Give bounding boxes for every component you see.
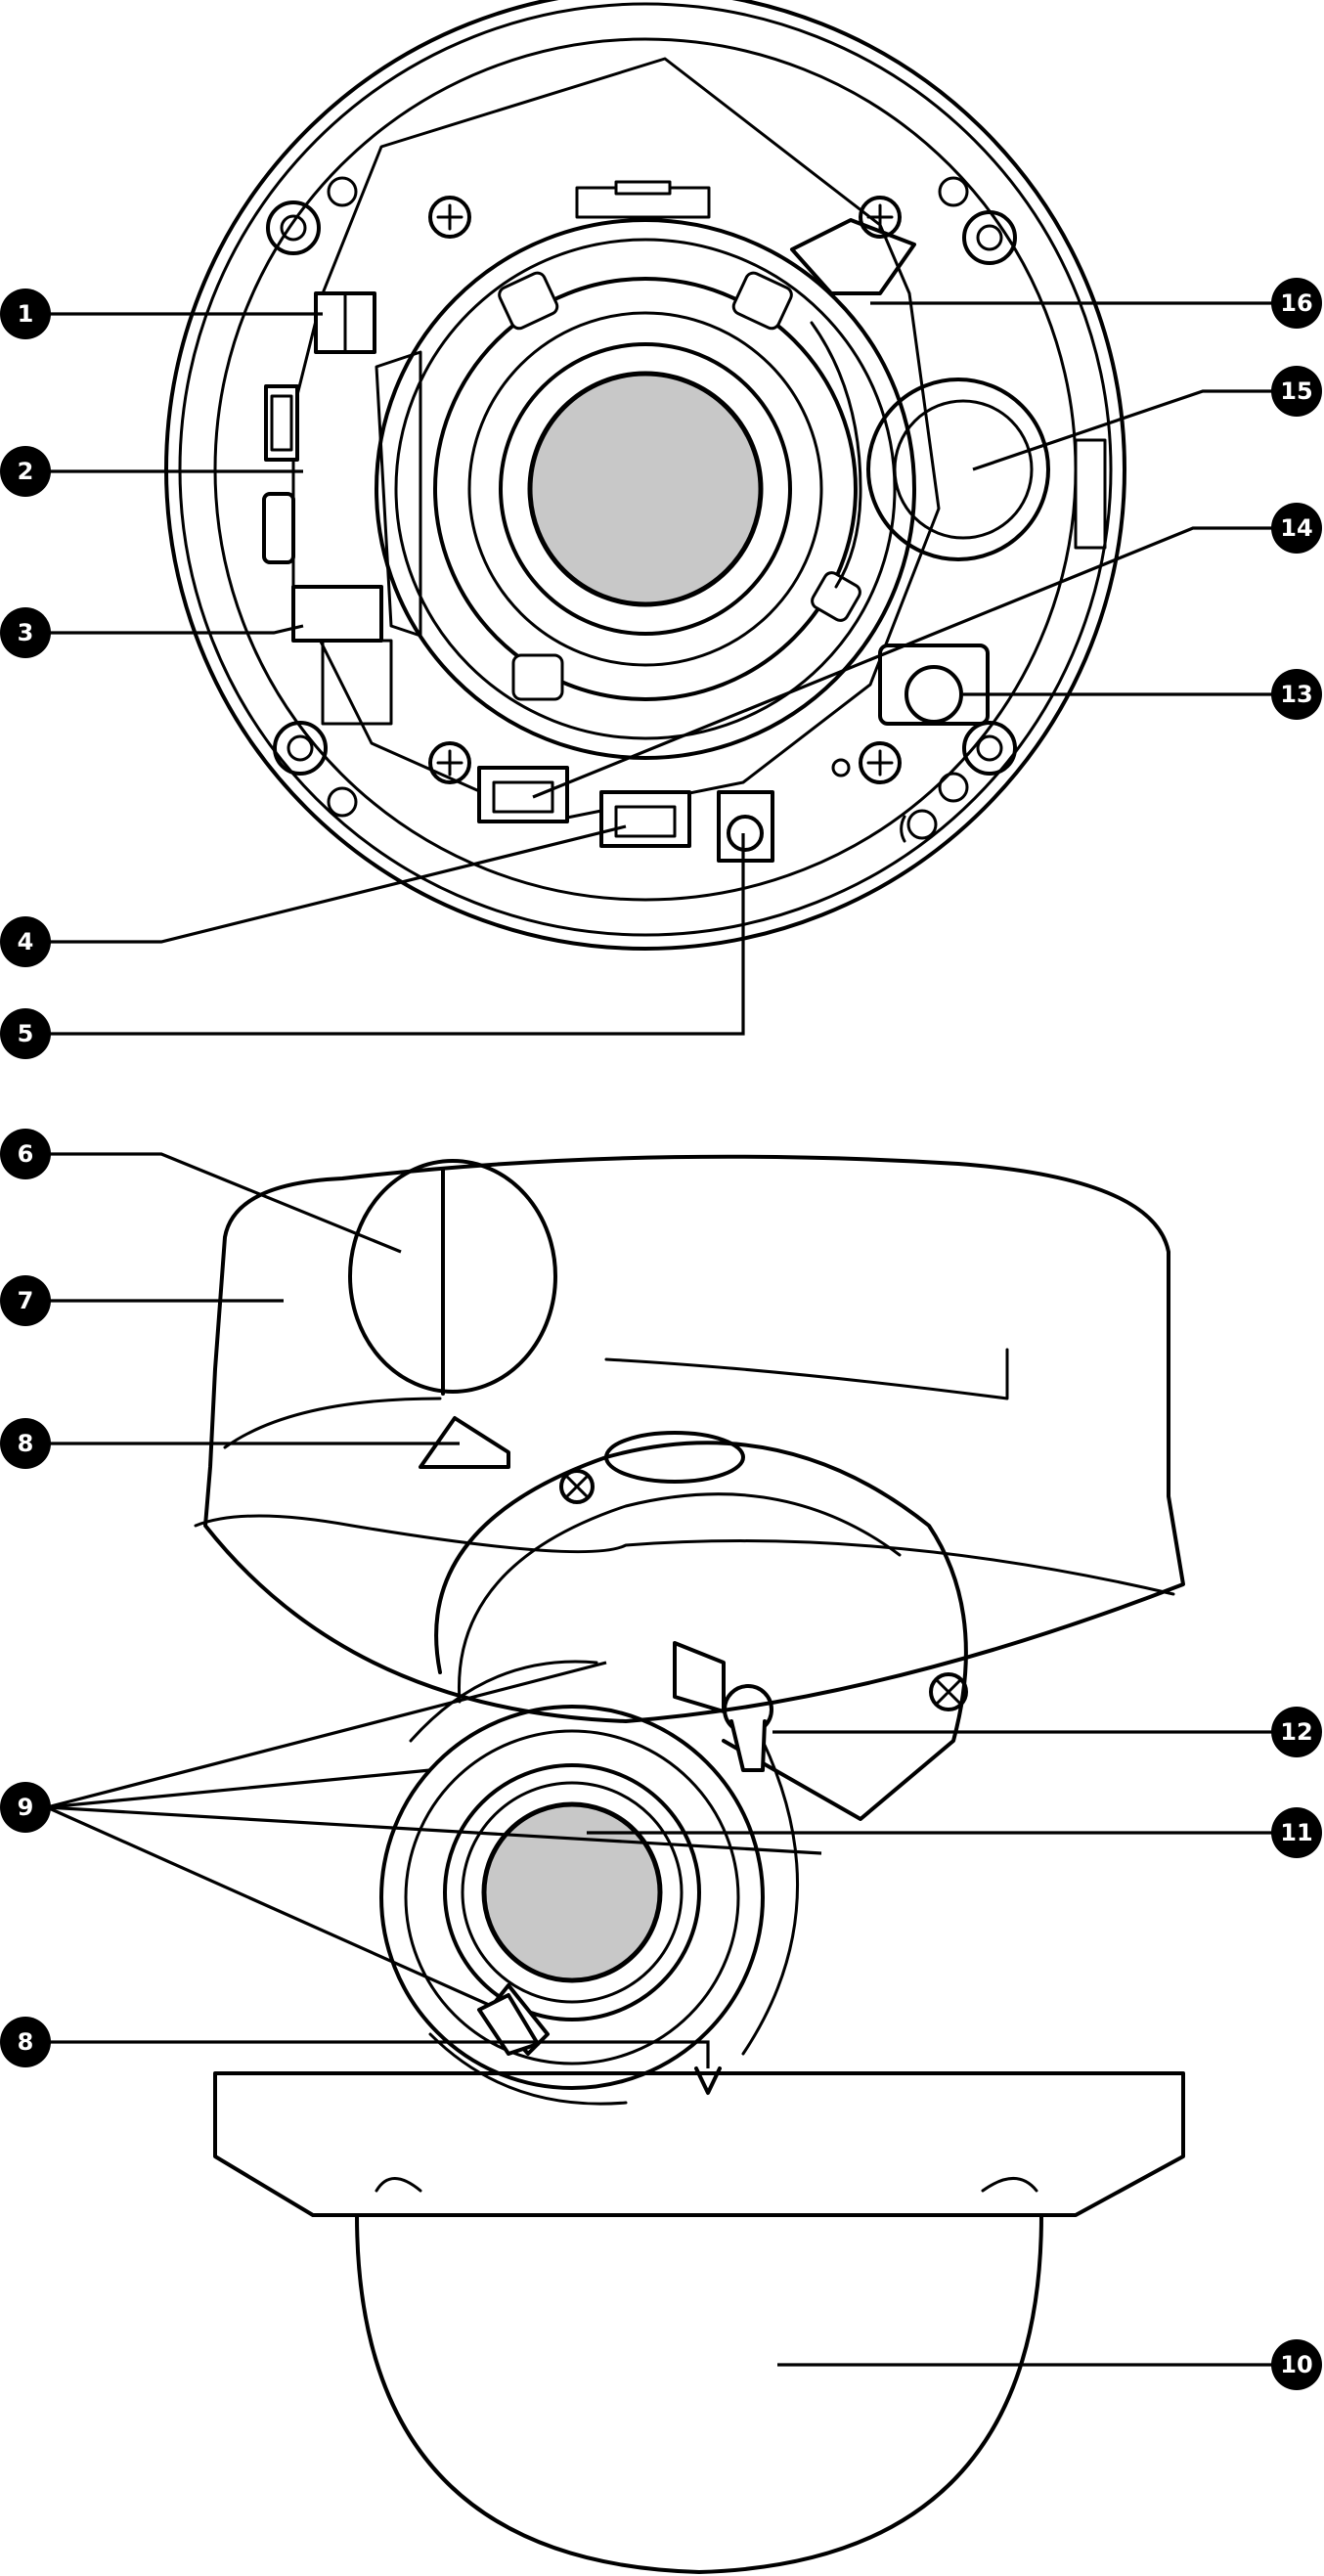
camera-housing-side-view <box>194 1154 1185 2106</box>
svg-text:10: 10 <box>1280 2351 1312 2378</box>
screw-icon <box>428 196 471 239</box>
callout-15: 15 <box>1271 366 1322 417</box>
lens-glass <box>481 1801 663 1983</box>
svg-text:6: 6 <box>18 1140 34 1168</box>
svg-text:3: 3 <box>18 619 34 646</box>
callouts: 1 2 3 4 5 6 7 8 9 8 10 11 12 13 14 15 16 <box>0 278 1322 2390</box>
callout-14: 14 <box>1271 503 1322 554</box>
lens-glass <box>527 371 764 607</box>
svg-text:5: 5 <box>18 1020 34 1047</box>
svg-text:8: 8 <box>18 2028 34 2056</box>
svg-text:4: 4 <box>18 928 34 955</box>
callout-7: 7 <box>0 1275 51 1326</box>
callout-6: 6 <box>0 1129 51 1179</box>
svg-text:14: 14 <box>1280 514 1312 542</box>
svg-text:9: 9 <box>18 1794 34 1821</box>
callout-9: 9 <box>0 1782 51 1833</box>
screw-icon <box>428 741 471 784</box>
callout-4: 4 <box>0 916 51 967</box>
svg-text:8: 8 <box>18 1430 34 1457</box>
callout-16: 16 <box>1271 278 1322 329</box>
svg-text:12: 12 <box>1280 1718 1312 1746</box>
svg-text:13: 13 <box>1280 681 1312 708</box>
svg-text:1: 1 <box>18 300 34 328</box>
screw-icon <box>929 1672 968 1711</box>
screw-icon <box>859 196 902 239</box>
screw-icon <box>859 741 902 784</box>
svg-text:15: 15 <box>1280 378 1312 405</box>
callout-1: 1 <box>0 289 51 339</box>
callout-2: 2 <box>0 446 51 497</box>
svg-text:2: 2 <box>18 458 34 485</box>
callout-12: 12 <box>1271 1707 1322 1757</box>
callout-8-top: 8 <box>0 1418 51 1469</box>
camera-base-top-view <box>164 0 1126 951</box>
svg-text:7: 7 <box>18 1287 34 1314</box>
callout-5: 5 <box>0 1008 51 1059</box>
svg-text:16: 16 <box>1280 289 1312 317</box>
callout-13: 13 <box>1271 669 1322 720</box>
callout-8-bottom: 8 <box>0 2017 51 2067</box>
screw-icon <box>559 1469 595 1504</box>
svg-text:11: 11 <box>1280 1819 1312 1846</box>
callout-3: 3 <box>0 607 51 658</box>
callout-11: 11 <box>1271 1807 1322 1858</box>
leader-lines <box>46 301 1281 2367</box>
callout-10: 10 <box>1271 2339 1322 2390</box>
dome-cover <box>213 2066 1185 2574</box>
